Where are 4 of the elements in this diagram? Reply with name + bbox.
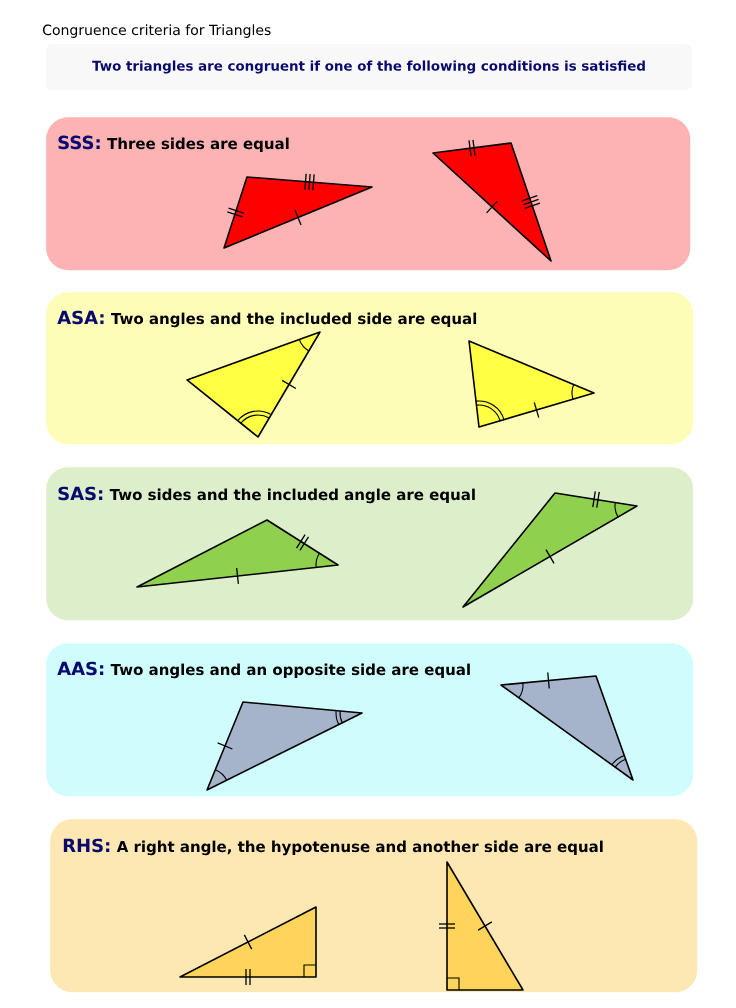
- criterion-panel: RHS: A right angle, the hypotenuse and another side are equal: [50, 819, 698, 993]
- criterion-panel: SSS: Three sides are equal: [46, 117, 691, 271]
- title: Congruence criteria for Triangles: [43, 24, 271, 38]
- subtitle-box: Two triangles are congruent if one of the following conditions is satisfied: [46, 44, 692, 90]
